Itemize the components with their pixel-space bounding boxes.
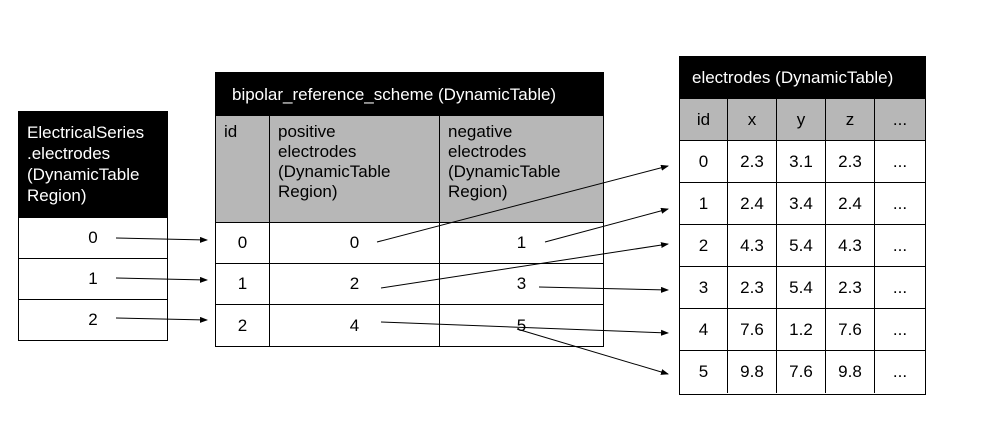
bipolar-col-id: id xyxy=(216,116,270,223)
electrodes-cell-r2-c3: 4.3 xyxy=(826,225,875,267)
electrodes-header-3: z xyxy=(826,99,875,141)
electrodes-cell-r2-c4: ... xyxy=(875,225,925,267)
arrow-es2-to-bipolar2 xyxy=(115,316,208,323)
arrow-es1-to-bipolar1 xyxy=(115,276,208,283)
bipolar-row-1-neg: 3 xyxy=(440,264,603,305)
arrow-es0-to-bipolar0 xyxy=(115,236,208,243)
electrodes-cell-r4-c1: 7.6 xyxy=(728,309,777,351)
arrow-neg5-to-el5 xyxy=(516,328,669,375)
arrow-neg1-to-el1 xyxy=(544,207,669,243)
electrodes-cell-r4-c4: ... xyxy=(875,309,925,351)
electrical-series-table: ElectricalSeries .electrodes (DynamicTab… xyxy=(18,111,168,341)
es-row-0-value: 0 xyxy=(88,228,98,247)
es-row-0: 0 xyxy=(19,218,167,259)
bipolar-col-negative: negative electrodes (DynamicTable Region… xyxy=(440,116,603,223)
arrow-neg3-to-el3 xyxy=(538,286,669,293)
es-row-1: 1 xyxy=(19,259,167,300)
bipolar-row-0-id: 0 xyxy=(216,223,270,264)
bipolar-row-0-pos: 0 xyxy=(270,223,440,264)
es-row-2-value: 2 xyxy=(88,310,98,329)
electrodes-cell-r1-c2: 3.4 xyxy=(777,183,826,225)
es-row-2: 2 xyxy=(19,300,167,340)
bipolar-row-2-pos: 4 xyxy=(270,305,440,346)
electrodes-cell-r0-c1: 2.3 xyxy=(728,141,777,183)
electrodes-cell-r0-c3: 2.3 xyxy=(826,141,875,183)
electrodes-cell-r3-c1: 2.3 xyxy=(728,267,777,309)
electrical-series-title: ElectricalSeries .electrodes (DynamicTab… xyxy=(19,112,167,218)
electrodes-cell-r0-c4: ... xyxy=(875,141,925,183)
electrodes-cell-r3-c0: 3 xyxy=(680,267,728,309)
electrodes-cell-r2-c0: 2 xyxy=(680,225,728,267)
electrodes-cell-r1-c1: 2.4 xyxy=(728,183,777,225)
electrodes-cell-r0-c0: 0 xyxy=(680,141,728,183)
electrodes-header-1: x xyxy=(728,99,777,141)
electrodes-cell-r3-c3: 2.3 xyxy=(826,267,875,309)
electrodes-cell-r4-c2: 1.2 xyxy=(777,309,826,351)
bipolar-row-0-neg: 1 xyxy=(440,223,603,264)
electrodes-header-4: ... xyxy=(875,99,925,141)
electrodes-cell-r2-c2: 5.4 xyxy=(777,225,826,267)
electrodes-cell-r5-c3: 9.8 xyxy=(826,351,875,393)
electrodes-cell-r1-c3: 2.4 xyxy=(826,183,875,225)
electrodes-header-0: id xyxy=(680,99,728,141)
arrow-pos4-to-el4 xyxy=(380,321,669,336)
bipolar-row-2-neg: 5 xyxy=(516,315,527,335)
electrodes-cell-r0-c2: 3.1 xyxy=(777,141,826,183)
electrodes-cell-r3-c2: 5.4 xyxy=(777,267,826,309)
bipolar-reference-table: bipolar_reference_scheme (DynamicTable) … xyxy=(215,72,604,347)
electrodes-cell-r3-c4: ... xyxy=(875,267,925,309)
electrodes-cell-r1-c0: 1 xyxy=(680,183,728,225)
bipolar-col-positive: positive electrodes (DynamicTable Region… xyxy=(270,116,440,223)
electrodes-cell-r4-c0: 4 xyxy=(680,309,728,351)
electrodes-title: electrodes (DynamicTable) xyxy=(680,57,925,99)
electrodes-cell-r1-c4: ... xyxy=(875,183,925,225)
bipolar-row-2-id: 2 xyxy=(216,305,270,346)
es-row-1-value: 1 xyxy=(88,269,98,288)
bipolar-row-1-pos: 2 xyxy=(270,264,440,305)
electrodes-cell-r2-c1: 4.3 xyxy=(728,225,777,267)
bipolar-row-1-id: 1 xyxy=(216,264,270,305)
arrow-pos2-to-el2 xyxy=(380,242,669,289)
electrodes-cell-r5-c1: 9.8 xyxy=(728,351,777,393)
electrodes-header-2: y xyxy=(777,99,826,141)
electrodes-cell-r5-c2: 7.6 xyxy=(777,351,826,393)
arrow-pos0-to-el0 xyxy=(376,164,669,243)
bipolar-title: bipolar_reference_scheme (DynamicTable) xyxy=(216,73,603,116)
electrodes-cell-r5-c0: 5 xyxy=(680,351,728,393)
electrodes-cell-r4-c3: 7.6 xyxy=(826,309,875,351)
electrodes-cell-r5-c4: ... xyxy=(892,362,908,381)
